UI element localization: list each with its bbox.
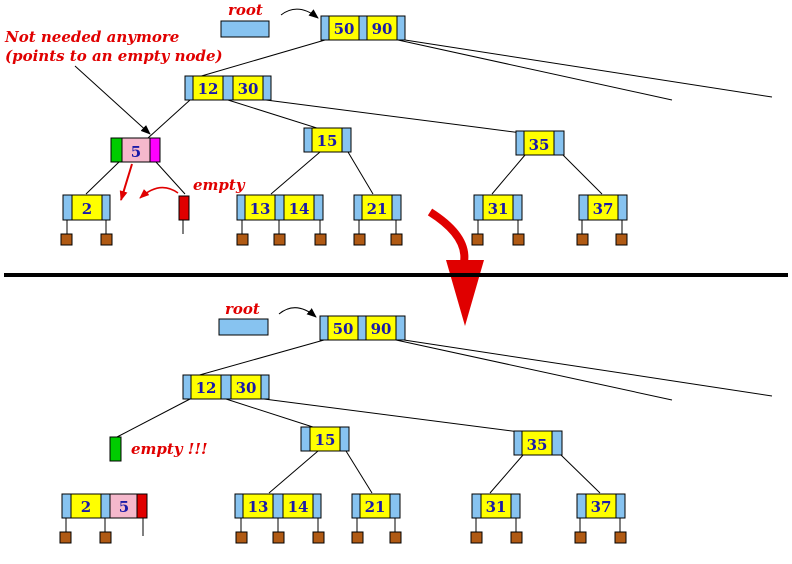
level1-node: 12 30	[182, 374, 270, 400]
leaf-node: 21	[351, 493, 401, 519]
key: 2	[82, 200, 92, 218]
key: 31	[486, 498, 507, 516]
leaf-node: 13 14	[236, 194, 324, 221]
key: 15	[315, 431, 336, 449]
key: 50	[334, 20, 355, 38]
leaf-node: 2	[62, 194, 111, 221]
leaf-node: 13 14	[234, 493, 322, 519]
inner-node: 15	[303, 127, 352, 153]
key: 30	[236, 379, 257, 397]
key: 14	[289, 200, 310, 218]
key: 14	[288, 498, 309, 516]
root-node: 50 90	[319, 315, 406, 341]
empty-node	[178, 195, 190, 221]
key: 12	[198, 80, 219, 98]
root-label: root	[228, 1, 263, 19]
after-edges	[65, 339, 773, 536]
leaf-node: 37	[576, 493, 626, 519]
before-edges	[66, 39, 773, 234]
red-arrow-curve	[139, 186, 179, 199]
empty-label: empty !!!	[131, 440, 208, 458]
red-arrow-down	[119, 163, 133, 201]
annotation-arrow	[74, 65, 151, 135]
before-section: root 50 90 12 30 5 15	[4, 1, 773, 246]
key: 30	[238, 80, 259, 98]
annotation-text: Not needed anymore	[4, 28, 179, 46]
underflow-node: 5	[110, 137, 161, 163]
inner-node: 35	[515, 130, 565, 156]
key: 2	[81, 498, 91, 516]
empty-label: empty	[193, 176, 246, 194]
section-divider	[4, 273, 788, 277]
key: 90	[372, 20, 393, 38]
key: 5	[131, 143, 141, 161]
level1-node: 12 30	[184, 75, 272, 101]
key: 50	[333, 320, 354, 338]
key: 13	[250, 200, 271, 218]
key: 21	[365, 498, 386, 516]
key: 37	[591, 498, 612, 516]
key: 31	[488, 200, 509, 218]
key: 35	[527, 436, 548, 454]
leaf-node: 31	[471, 493, 521, 519]
empty-node	[109, 436, 122, 462]
record-markers	[60, 233, 628, 246]
root-label: root	[225, 300, 260, 318]
key: 35	[529, 136, 550, 154]
root-arrow	[280, 8, 319, 19]
key: 37	[593, 200, 614, 218]
root-node: 50 90	[320, 15, 406, 41]
key: 5	[119, 498, 129, 516]
root-pointer-box	[218, 318, 269, 336]
key: 21	[367, 200, 388, 218]
key: 90	[371, 320, 392, 338]
leaf-node: 21	[353, 194, 402, 221]
root-arrow	[278, 307, 317, 318]
leaf-node: 37	[578, 194, 628, 221]
root-pointer-box	[220, 20, 270, 38]
after-section: root 50 90 12 30 empty !!! 15 35	[59, 300, 773, 544]
inner-node: 15	[300, 426, 350, 452]
transition-arrow	[427, 208, 484, 326]
key: 13	[248, 498, 269, 516]
key: 12	[196, 379, 217, 397]
leaf-node: 31	[473, 194, 523, 221]
annotation-text: (points to an empty node)	[5, 47, 223, 65]
key: 15	[317, 132, 338, 150]
merged-leaf-node: 2 5	[61, 493, 148, 519]
record-markers	[59, 531, 627, 544]
inner-node: 35	[513, 430, 563, 456]
